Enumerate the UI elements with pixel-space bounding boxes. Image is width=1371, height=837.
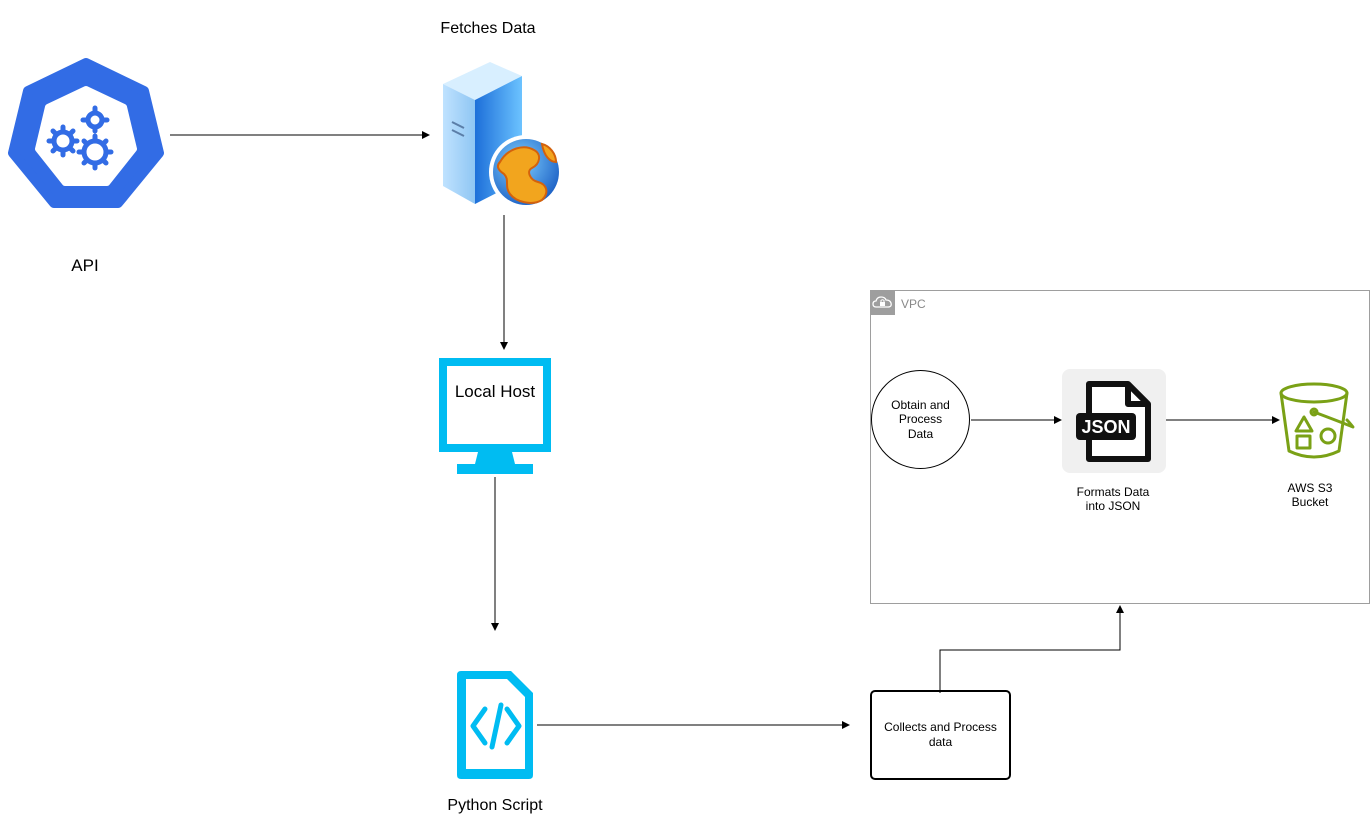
json-badge-text: JSON [1081, 417, 1130, 437]
monitor-icon [439, 358, 551, 474]
s3-label: AWS S3 Bucket [1287, 481, 1333, 510]
vpc-label: VPC [901, 297, 926, 311]
obtain-process-node[interactable]: Obtain and Process Data [871, 370, 970, 469]
server-label: Fetches Data [440, 20, 536, 37]
collects-process-node[interactable]: Collects and Process data [870, 690, 1011, 780]
kubernetes-api-icon [8, 58, 164, 208]
s3-bucket-icon [1279, 382, 1355, 459]
web-server-icon [443, 62, 563, 209]
vpc-cloud-lock-icon [870, 290, 895, 315]
json-label: Formats Data into JSON [1076, 485, 1150, 514]
collects-process-label: Collects and Process data [884, 720, 997, 749]
json-file-icon: JSON [1062, 369, 1166, 473]
api-label: API [71, 256, 99, 275]
localhost-label: Local Host [454, 382, 536, 401]
obtain-process-label: Obtain and Process Data [891, 397, 950, 441]
edge-collects-to-vpc [939, 605, 1124, 693]
python-label: Python Script [447, 797, 543, 814]
vpc-group [870, 290, 1370, 604]
code-file-icon [457, 671, 533, 779]
